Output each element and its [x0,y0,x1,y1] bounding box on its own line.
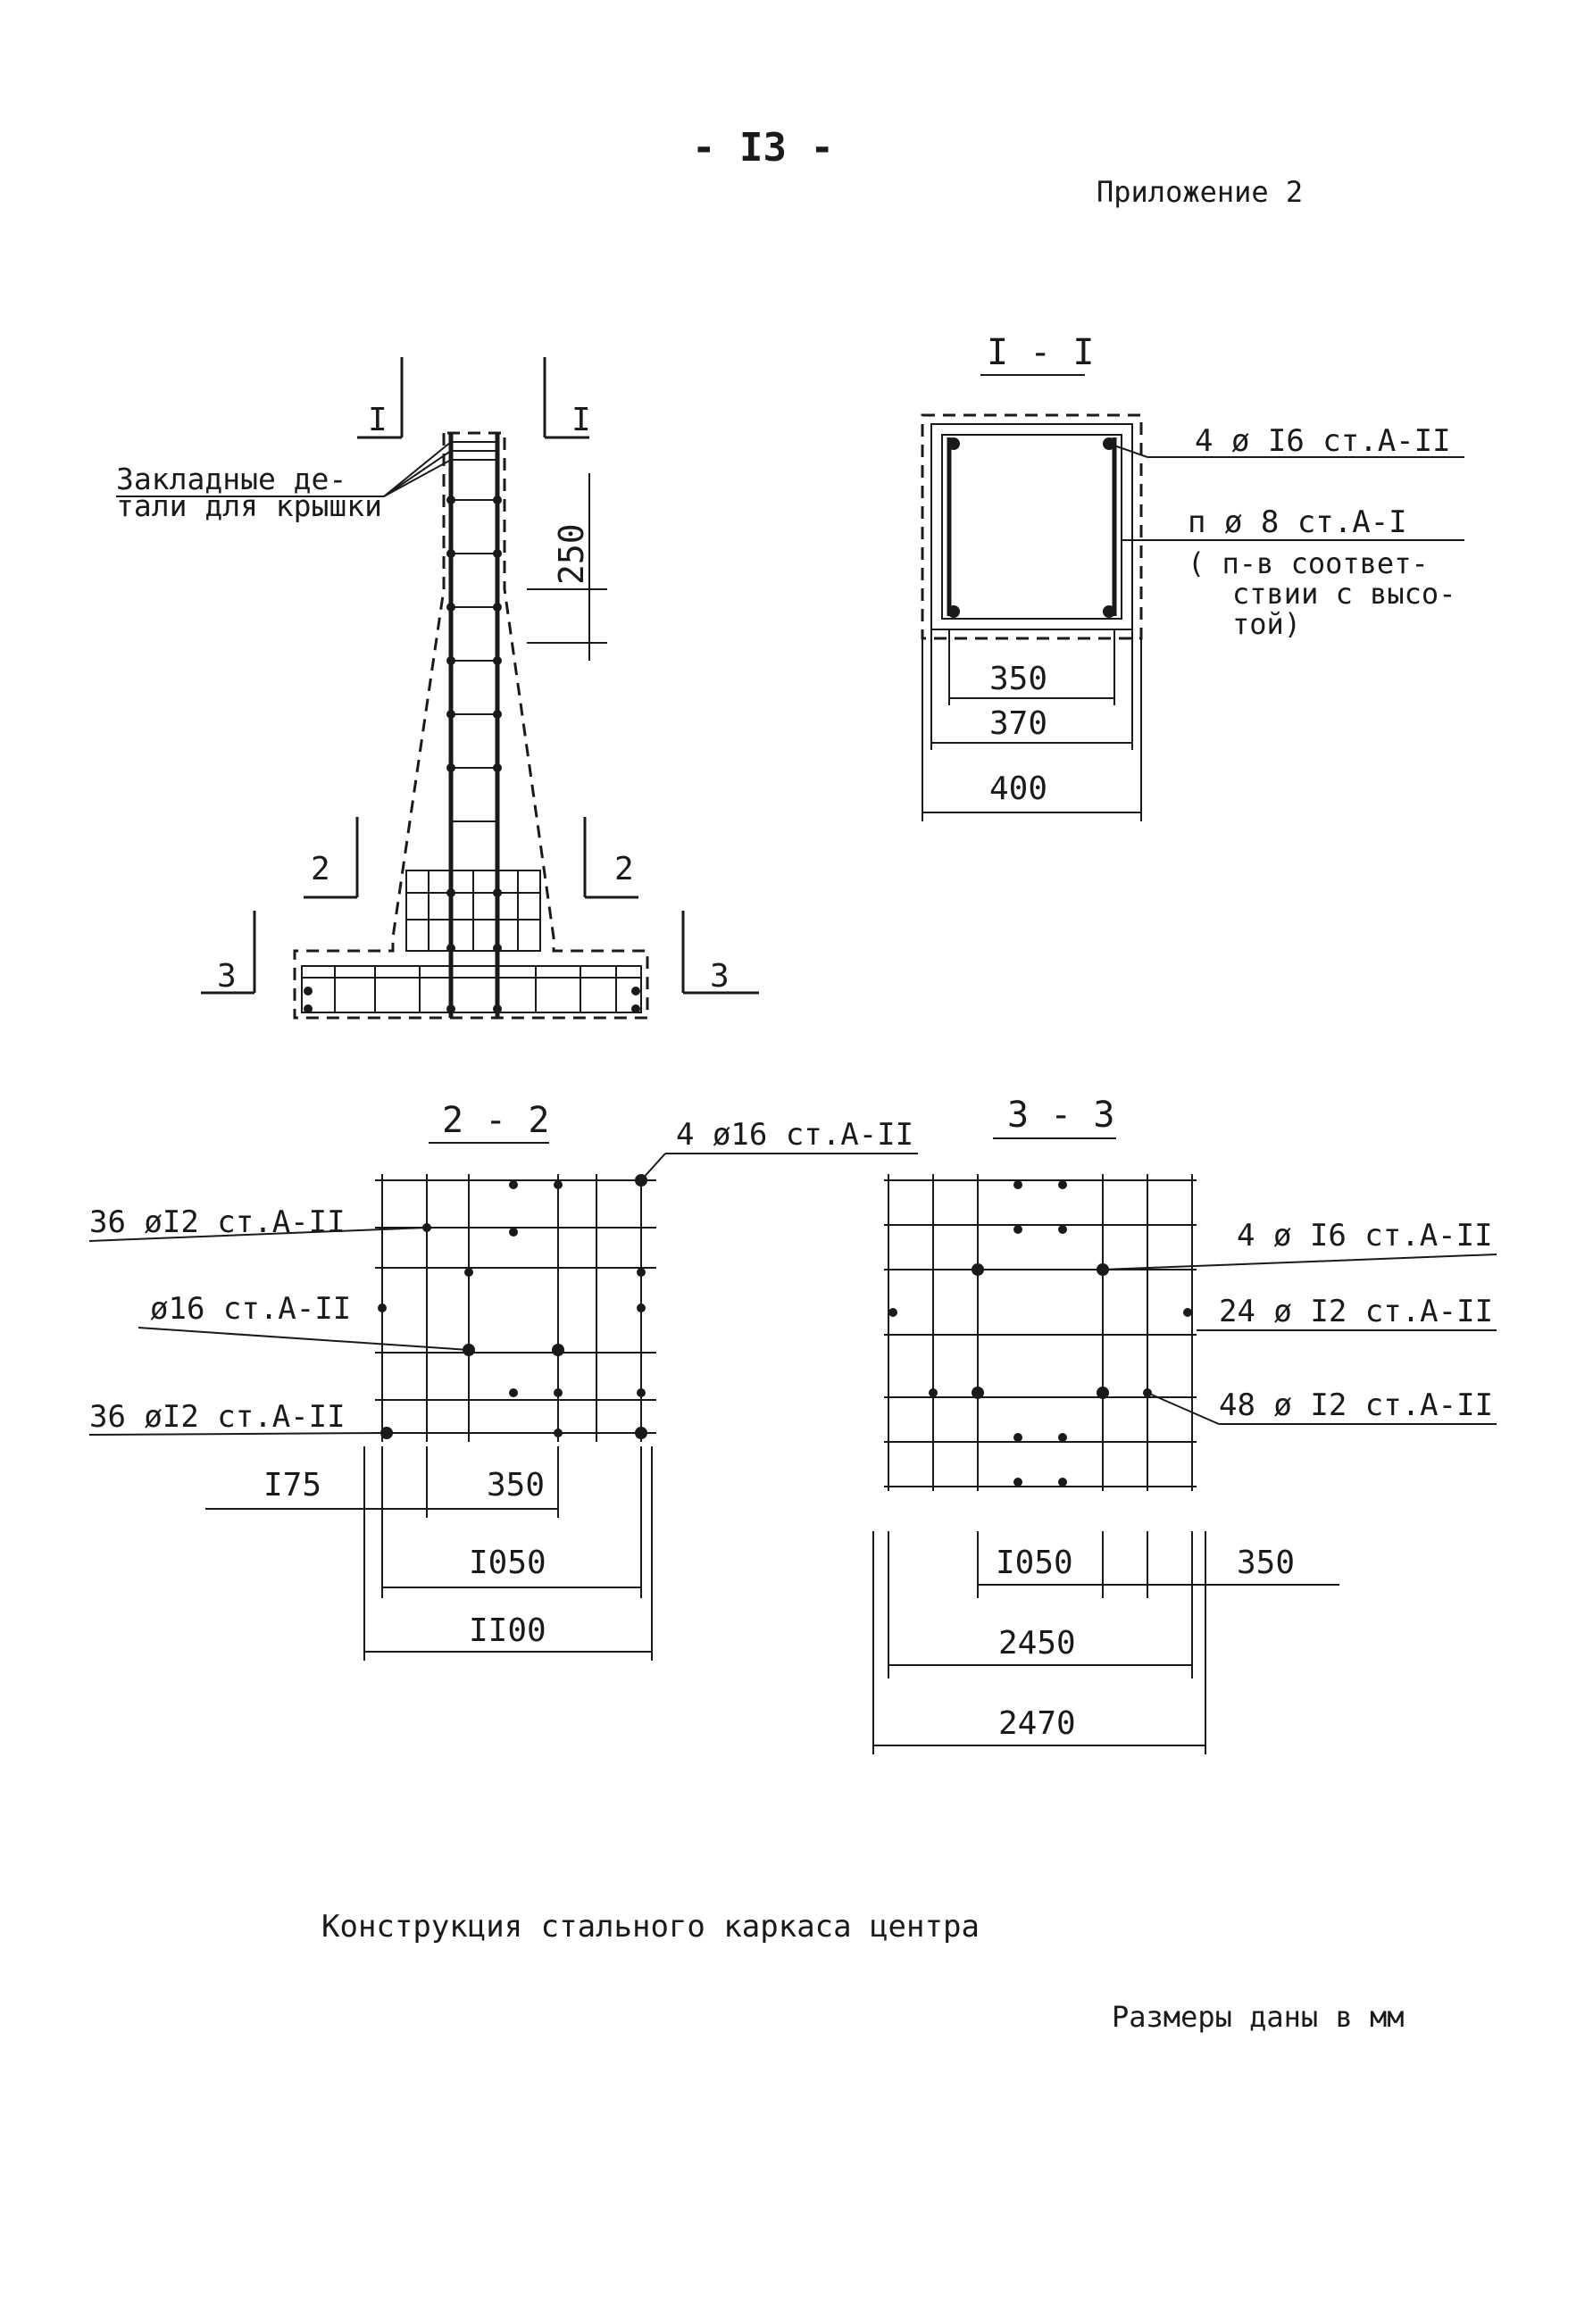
units-note: Размеры даны в мм [1112,2000,1405,2034]
section-3-3-dim-2450: 2450 [998,1625,1076,1662]
embedded-parts-label-2: тали для крышки [116,488,382,523]
section-1-1-concrete [921,413,1143,640]
elevation-concrete-outline [293,431,649,1020]
section-mark-2-right: 2 [614,851,634,887]
dim-250: 250 [552,523,591,585]
section-1-1-title: I - I [987,332,1094,373]
section-1-1-note-1: ( п-в соответ- [1188,546,1429,580]
section-3-3-dim-1050: I050 [996,1545,1073,1581]
section-mark-1-right: I [571,402,591,438]
section-2-2-dim-175: I75 [263,1467,321,1504]
section-1-1: I - I 4 ø I6 ст.А-II п ø 8 ст.А-I ( п-в … [921,332,1464,821]
section-1-1-callout-stirrups: п ø 8 ст.А-I [1188,504,1407,540]
elevation-stirrup-dots [446,496,502,772]
section-3-3-title: 3 - 3 [1007,1095,1114,1136]
section-1-1-note-3: той) [1232,607,1301,641]
section-3-3-callout-a: 4 ø I6 ст.А-II [1237,1218,1493,1254]
section-1-1-dim-350: 350 [989,661,1047,697]
section-3-3-bars [888,1180,1192,1487]
section-3-3-grid [884,1174,1197,1491]
section-1-1-bars [947,437,1115,618]
section-2-2-callout-b: ø16 ст.А-II [150,1291,351,1327]
section-mark-3-left: 3 [217,958,237,995]
section-1-1-dim-400: 400 [989,771,1047,807]
section-3-3-callout-c: 48 ø I2 ст.А-II [1219,1387,1493,1423]
section-2-2-callout-top: 4 ø16 ст.А-II [676,1117,913,1153]
drawing-caption: Конструкция стального каркаса центра [321,1909,980,1945]
section-2-2-callout-c: 36 øI2 ст.А-II [89,1399,346,1435]
section-2-2-title: 2 - 2 [442,1100,549,1141]
section-1-1-note-2: ствии с высо- [1232,577,1455,611]
section-1-1-dim-370: 370 [989,705,1047,742]
page-number: - I3 - [692,125,834,171]
section-2-2-dim-350: 350 [487,1467,545,1504]
section-mark-2-left: 2 [311,851,330,887]
section-2-2: 2 - 2 4 ø16 ст.А-II 36 øI2 ст.А-II ø16 с… [88,1100,918,1661]
elevation-base-cage [301,965,642,1013]
section-3-3-dim-2470: 2470 [998,1705,1076,1742]
section-mark-1-left: I [368,402,388,438]
appendix-label: Приложение 2 [1097,175,1304,209]
elevation-view: I I 2 2 3 3 Закладные де- тали для крышк… [116,357,759,1020]
section-3-3-dim-350: 350 [1237,1545,1295,1581]
section-1-1-callout-bars: 4 ø I6 ст.А-II [1195,423,1451,459]
embedded-parts-label-1: Закладные де- [116,462,346,496]
section-mark-3-right: 3 [710,958,730,995]
section-3-3: 3 - 3 4 ø I6 ст.А-II 24 ø I2 ст.А-II [872,1095,1497,1754]
section-2-2-bars [378,1174,647,1439]
section-2-2-callout-a: 36 øI2 ст.А-II [89,1204,346,1240]
section-2-2-dim-1100: II00 [469,1612,546,1649]
section-3-3-callout-b: 24 ø I2 ст.А-II [1219,1294,1493,1329]
section-2-2-grid [375,1174,656,1442]
elevation-pedestal-cage [405,870,541,952]
section-2-2-dim-1050: I050 [469,1545,546,1581]
elevation-stirrups [451,441,497,822]
